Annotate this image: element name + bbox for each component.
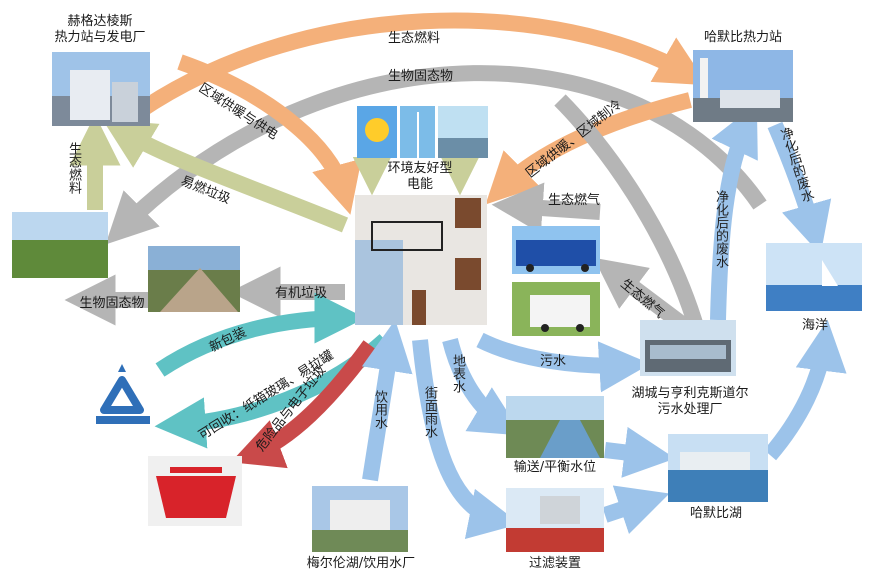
label-drinking-water: 饮用水 (372, 390, 387, 429)
purified-up-arrow (710, 103, 758, 321)
node-eco-power: 环境友好型 电能 (380, 161, 460, 193)
bus-photo (512, 226, 600, 274)
node-sewage-plant: 湖城与亨利克斯道尔 污水处理厂 (615, 386, 765, 418)
energy-photos (357, 106, 488, 158)
combustible-waste-arrow (102, 119, 349, 233)
node-sewage-plant-line1: 湖城与亨利克斯道尔 (631, 386, 749, 401)
node-hammarby-plant-line2: 热力站与发电厂 (54, 30, 146, 45)
label-street-rain: 街面雨水 (422, 386, 437, 438)
drinking-plant-photo (312, 486, 408, 552)
van-photo (512, 282, 600, 336)
bio-solid-top-arrow (105, 65, 767, 245)
plant-photo (52, 52, 150, 126)
label-purified-1: 净化后的废水 (713, 190, 728, 268)
filter-photo (506, 488, 604, 552)
transport-to-lake-arrow (604, 426, 676, 478)
purified-down-arrow (767, 121, 832, 255)
lake-photo (668, 434, 768, 502)
ocean-photo (766, 243, 862, 311)
node-transport: 输送/平衡水位 (513, 460, 597, 475)
street-rain-arrow (412, 339, 521, 540)
drinking-water-arrow (361, 319, 413, 482)
node-ocean: 海洋 (801, 318, 828, 333)
label-surface-water: 地表水 (450, 354, 465, 393)
sewage-arrow (476, 332, 651, 393)
label-eco-fuel-left: 生态燃料 (66, 142, 81, 194)
lake-to-ocean-arrow (763, 319, 847, 461)
node-hammarby-lake: 哈默比湖 (689, 506, 742, 521)
sewage-plant-photo (640, 320, 736, 376)
district-heat-cool-arrow (485, 92, 692, 205)
district-heat-power-arrow (177, 54, 362, 215)
heat-station-photo (693, 50, 793, 122)
eco-gas-1-arrow (491, 182, 601, 234)
node-drinking-plant: 梅尔伦湖/饮用水厂 (306, 556, 416, 571)
gas-gray-long-arrow (554, 94, 708, 343)
label-eco-gas-1: 生态燃气 (548, 192, 600, 208)
compost-photo (148, 246, 240, 312)
label-organic: 有机垃圾 (275, 286, 327, 301)
recycle-icon (96, 364, 150, 424)
building-photo (355, 195, 487, 325)
surface-water-arrow (442, 337, 523, 436)
hazardous-arrow (230, 340, 377, 469)
node-sewage-plant-line2: 污水处理厂 (657, 402, 723, 417)
label-bio-solid-top: 生物固态物 (388, 69, 453, 84)
canal-photo (506, 396, 604, 458)
field-photo (12, 212, 108, 278)
node-bio-solid: 生物固态物 (79, 296, 145, 311)
node-filter: 过滤装置 (528, 556, 581, 571)
crate-photo (148, 456, 242, 526)
node-hammarby-heat: 哈默比热力站 (703, 30, 782, 45)
node-eco-power-line2: 电能 (406, 177, 433, 192)
label-eco-fuel-top: 生态燃料 (388, 30, 440, 46)
node-hammarby-plant-line1: 赫格达棱斯 (67, 14, 133, 29)
label-sewage: 污水 (540, 354, 566, 369)
node-eco-power-line1: 环境友好型 (387, 161, 453, 176)
node-hammarby-plant: 赫格达棱斯 热力站与发电厂 (40, 14, 160, 46)
filter-to-lake-arrow (602, 485, 670, 535)
new-packaging-arrow (155, 292, 366, 377)
